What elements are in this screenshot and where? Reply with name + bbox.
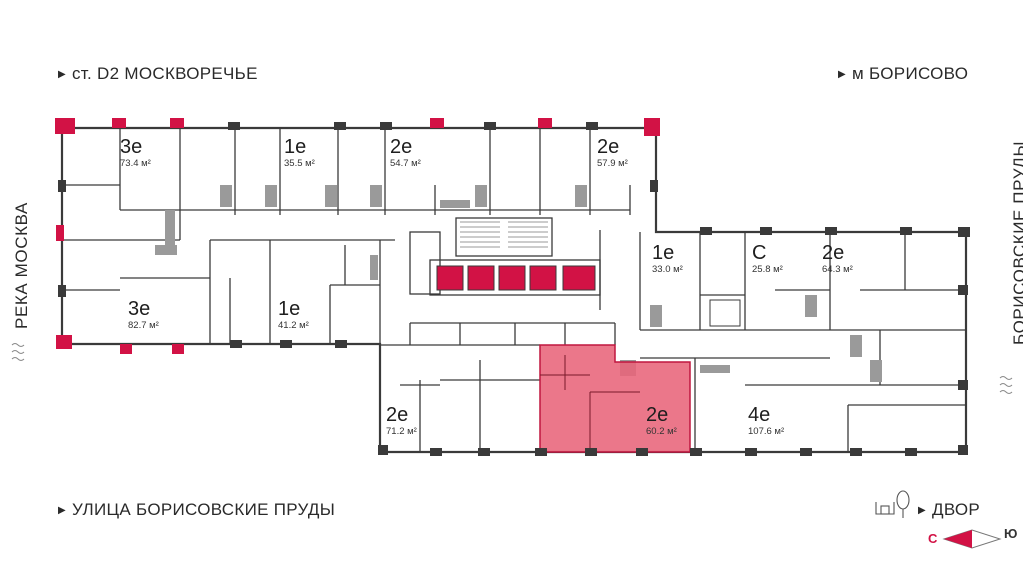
apartment-type: 2е: [822, 242, 845, 264]
apartment-type: 3е: [120, 136, 143, 158]
elevator-group: [436, 265, 596, 291]
apartment-type: 4е: [748, 404, 771, 426]
apartment-type: 1е: [278, 298, 301, 320]
apartment-label[interactable]: 2е 54.7 м²: [390, 137, 421, 169]
apartment-area: 107.6 м²: [748, 426, 785, 437]
apartment-type: 2е: [390, 136, 413, 158]
column-markers: [55, 118, 660, 354]
apartment-type: 2е: [386, 404, 409, 426]
apartment-type: С: [752, 242, 767, 264]
metro-label: ▶м БОРИСОВО: [838, 64, 969, 83]
apartment-area: 25.8 м²: [752, 264, 783, 275]
river-label: РЕКА МОСКВА: [12, 202, 31, 329]
courtyard-icon: [875, 490, 910, 518]
yard-label: ▶ДВОР: [918, 500, 981, 519]
apartment-area: 64.3 м²: [822, 264, 853, 275]
apartment-area: 71.2 м²: [386, 426, 417, 437]
compass-south-label: Ю: [1004, 526, 1018, 541]
apartment-type: 2е: [597, 136, 620, 158]
apartment-label[interactable]: 1е 33.0 м²: [652, 243, 683, 275]
street-label: ▶УЛИЦА БОРИСОВСКИЕ ПРУДЫ: [58, 500, 336, 519]
apartment-area: 33.0 м²: [652, 264, 683, 275]
compass-icon: [942, 529, 1002, 549]
apartment-label[interactable]: 3е 73.4 м²: [120, 137, 151, 169]
apartment-area: 57.9 м²: [597, 158, 628, 169]
apartment-label[interactable]: 4е 107.6 м²: [748, 405, 784, 437]
apartment-area: 82.7 м²: [128, 320, 159, 331]
apartment-type: 2е: [646, 404, 669, 426]
compass-north-label: С: [928, 531, 938, 546]
apartment-area: 73.4 м²: [120, 158, 151, 169]
station-label: ▶ст. D2 МОСКВОРЕЧЬЕ: [58, 64, 258, 83]
apartment-type: 1е: [652, 242, 675, 264]
apartment-area: 60.2 м²: [646, 426, 677, 437]
apartment-type: 3е: [128, 298, 151, 320]
apartment-label-selected[interactable]: 2е 60.2 м²: [646, 405, 677, 437]
apartment-label[interactable]: 2е 71.2 м²: [386, 405, 417, 437]
apartment-area: 41.2 м²: [278, 320, 309, 331]
apartment-label[interactable]: 2е 64.3 м²: [822, 243, 853, 275]
apartment-label[interactable]: 1е 35.5 м²: [284, 137, 315, 169]
water-wave-icon: [11, 343, 1013, 394]
apartment-label[interactable]: 1е 41.2 м²: [278, 299, 309, 331]
apartment-area: 54.7 м²: [390, 158, 421, 169]
ponds-label: БОРИСОВСКИЕ ПРУДЫ: [1010, 140, 1023, 345]
apartment-label[interactable]: 2е 57.9 м²: [597, 137, 628, 169]
apartment-type: 1е: [284, 136, 307, 158]
apartment-area: 35.5 м²: [284, 158, 315, 169]
apartment-label[interactable]: С 25.8 м²: [752, 243, 783, 275]
apartment-label[interactable]: 3е 82.7 м²: [128, 299, 159, 331]
